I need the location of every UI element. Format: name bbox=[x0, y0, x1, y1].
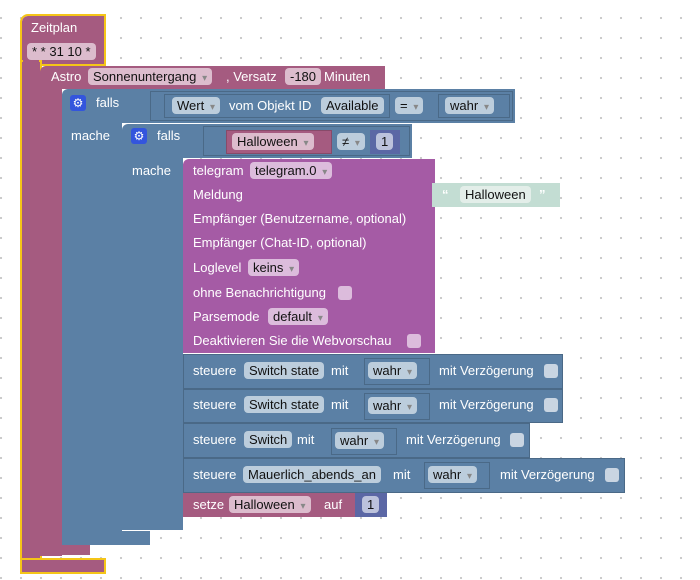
gear-icon[interactable]: ⚙ bbox=[131, 128, 147, 144]
variable-dropdown[interactable]: Halloween bbox=[232, 133, 314, 150]
delay-checkbox[interactable] bbox=[544, 364, 558, 378]
loglevel-dropdown[interactable]: keins bbox=[248, 259, 300, 276]
with-label: mit bbox=[331, 397, 349, 412]
zeitplan-title: Zeitplan bbox=[31, 20, 78, 35]
value-dropdown[interactable]: wahr bbox=[335, 432, 384, 449]
delay-label: mit Verzögerung bbox=[406, 432, 501, 447]
astro-spine bbox=[40, 88, 62, 556]
object-id-field[interactable]: Available bbox=[321, 97, 384, 114]
offset-field[interactable]: -180 bbox=[285, 68, 322, 85]
message-label: Meldung bbox=[193, 187, 243, 202]
delay-checkbox[interactable] bbox=[605, 468, 619, 482]
object-field[interactable]: Switch bbox=[244, 431, 293, 448]
user-label: Empfänger (Benutzername, optional) bbox=[193, 211, 407, 226]
if-label: falls bbox=[96, 95, 120, 110]
zeitplan-spine bbox=[20, 60, 42, 564]
operator-dropdown[interactable]: ≠ bbox=[337, 133, 365, 150]
control-label: steuere bbox=[193, 467, 237, 482]
instance-dropdown[interactable]: telegram.0 bbox=[250, 162, 333, 179]
cron-field[interactable]: * * 31 10 * bbox=[27, 43, 96, 60]
value-dropdown[interactable]: wahr bbox=[428, 466, 477, 483]
property-dropdown[interactable]: Wert bbox=[172, 97, 221, 114]
delay-label: mit Verzögerung bbox=[439, 363, 534, 378]
control-label: steuere bbox=[193, 363, 237, 378]
delay-label: mit Verzögerung bbox=[500, 467, 595, 482]
number-field[interactable]: 1 bbox=[362, 496, 380, 513]
do-label: mache bbox=[71, 128, 111, 143]
object-label: vom Objekt ID bbox=[229, 98, 312, 113]
zeitplan-bottom bbox=[20, 558, 106, 574]
variable-dropdown[interactable]: Halloween bbox=[229, 496, 311, 513]
object-field[interactable]: Mauerlich_abends_an bbox=[243, 466, 381, 483]
parsemode-label: Parsemode bbox=[193, 309, 260, 324]
do-label: mache bbox=[132, 163, 172, 178]
delay-label: mit Verzögerung bbox=[439, 397, 534, 412]
set-label: setze bbox=[193, 497, 225, 512]
value-dropdown[interactable]: wahr bbox=[368, 362, 417, 379]
silent-checkbox[interactable] bbox=[338, 286, 352, 300]
value-dropdown[interactable]: wahr bbox=[368, 397, 417, 414]
parsemode-dropdown[interactable]: default bbox=[268, 308, 328, 325]
chat-label: Empfänger (Chat-ID, optional) bbox=[193, 235, 367, 250]
quote-close-icon: ” bbox=[539, 187, 546, 202]
astro-label: Astro bbox=[51, 69, 82, 84]
preview-checkbox[interactable] bbox=[407, 334, 421, 348]
astro-event-dropdown[interactable]: Sonnenuntergang bbox=[88, 68, 213, 85]
telegram-label: telegram bbox=[193, 163, 244, 178]
loglevel-label: Loglevel bbox=[193, 260, 242, 275]
message-text-field[interactable]: Halloween bbox=[460, 186, 531, 203]
delay-checkbox[interactable] bbox=[544, 398, 558, 412]
unit-label: Minuten bbox=[324, 69, 371, 84]
to-label: auf bbox=[324, 497, 343, 512]
object-field[interactable]: Switch state bbox=[244, 396, 325, 413]
operator-dropdown[interactable]: = bbox=[395, 97, 424, 114]
quote-open-icon: “ bbox=[442, 187, 449, 202]
with-label: mit bbox=[331, 363, 349, 378]
object-field[interactable]: Switch state bbox=[244, 362, 325, 379]
with-label: mit bbox=[297, 432, 315, 447]
offset-label: , Versatz bbox=[226, 69, 277, 84]
gear-icon[interactable]: ⚙ bbox=[70, 95, 86, 111]
silent-label: ohne Benachrichtigung bbox=[193, 285, 326, 300]
if-label: falls bbox=[157, 128, 181, 143]
number-field[interactable]: 1 bbox=[376, 133, 394, 150]
control-label: steuere bbox=[193, 432, 237, 447]
with-label: mit bbox=[393, 467, 411, 482]
boolean-dropdown[interactable]: wahr bbox=[445, 97, 494, 114]
preview-label: Deaktivieren Sie die Webvorschau bbox=[193, 333, 392, 348]
delay-checkbox[interactable] bbox=[510, 433, 524, 447]
control-label: steuere bbox=[193, 397, 237, 412]
